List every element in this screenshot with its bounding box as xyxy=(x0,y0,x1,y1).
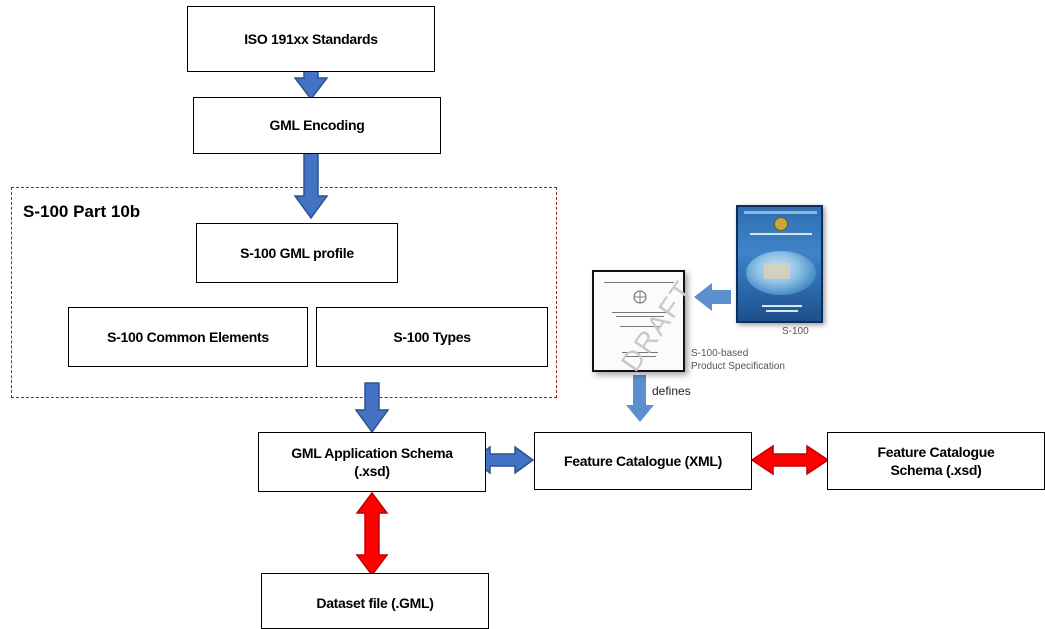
arrow-gml-to-profile xyxy=(293,152,329,220)
gml-application-schema-box: GML Application Schema (.xsd) xyxy=(258,432,486,492)
cover-caption: S-100 xyxy=(782,326,809,337)
defines-label: defines xyxy=(652,384,691,398)
dataset-label: Dataset file (.GML) xyxy=(316,595,434,611)
arrow-appschema-featurecatalogue xyxy=(470,445,535,475)
app-schema-label-line1: GML Application Schema xyxy=(291,444,453,461)
feature-catalogue-label: Feature Catalogue (XML) xyxy=(563,452,722,469)
cover-emblem-icon xyxy=(774,217,788,231)
spec-caption-line2: Product Specification xyxy=(691,360,785,372)
arrow-appschema-dataset xyxy=(355,491,389,577)
feature-catalogue-box: Feature Catalogue (XML) xyxy=(534,432,752,490)
product-specification-document: DRAFT xyxy=(592,270,700,377)
app-schema-label-line2: (.xsd) xyxy=(354,463,390,479)
s100-gml-profile-label: S-100 GML profile xyxy=(240,244,354,261)
iso-191xx-standards-box: ISO 191xx Standards xyxy=(187,6,435,72)
gml-encoding-box: GML Encoding xyxy=(193,97,441,154)
iho-emblem-icon xyxy=(633,290,647,304)
types-label: S-100 Types xyxy=(393,328,471,345)
feature-catalogue-schema-box: Feature Catalogue Schema (.xsd) xyxy=(827,432,1045,490)
arrow-cover-to-spec xyxy=(694,283,731,311)
s100-gml-profile-box: S-100 GML profile xyxy=(196,223,398,283)
gml-encoding-label: GML Encoding xyxy=(269,117,365,134)
s100-types-box: S-100 Types xyxy=(316,307,548,367)
iso-label: ISO 191xx Standards xyxy=(244,30,378,47)
s100-common-elements-box: S-100 Common Elements xyxy=(68,307,308,367)
dataset-file-box: Dataset file (.GML) xyxy=(261,573,489,629)
fc-schema-label-line1: Feature Catalogue xyxy=(877,443,995,460)
s100-cover-image xyxy=(736,205,823,323)
arrow-spec-to-featurecatalogue xyxy=(626,375,654,422)
spec-caption: S-100-based Product Specification xyxy=(691,348,785,373)
group-title: S-100 Part 10b xyxy=(23,202,141,221)
s100-part-10b-group xyxy=(11,187,557,398)
fc-schema-label-line2: Schema (.xsd) xyxy=(890,462,982,478)
arrow-featurecatalogue-fcschema xyxy=(750,444,830,476)
common-elements-label: S-100 Common Elements xyxy=(107,328,269,345)
arrow-part10b-to-appschema xyxy=(354,382,390,434)
spec-caption-line1: S-100-based xyxy=(691,348,749,359)
